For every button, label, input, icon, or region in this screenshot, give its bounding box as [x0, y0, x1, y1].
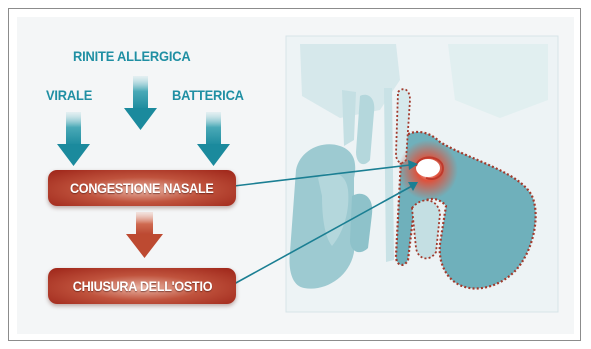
- arrow-from-batterica: [197, 112, 230, 166]
- label-batterica: BATTERICA: [172, 87, 244, 103]
- box-chiusura-ostio-text: CHIUSURA DELL'OSTIO: [72, 278, 212, 294]
- arrow-congestion-to-closure: [126, 212, 163, 258]
- arrow-from-rinite: [124, 76, 157, 130]
- box-chiusura-ostio: CHIUSURA DELL'OSTIO: [48, 268, 236, 304]
- label-rinite-allergica: RINITE ALLERGICA: [73, 48, 191, 64]
- box-congestione-nasale-text: CONGESTIONE NASALE: [70, 180, 214, 196]
- label-virale: VIRALE: [46, 87, 92, 103]
- arrow-from-virale: [57, 112, 90, 166]
- box-congestione-nasale: CONGESTIONE NASALE: [48, 170, 236, 206]
- sinus-anatomy-illustration: [286, 36, 558, 312]
